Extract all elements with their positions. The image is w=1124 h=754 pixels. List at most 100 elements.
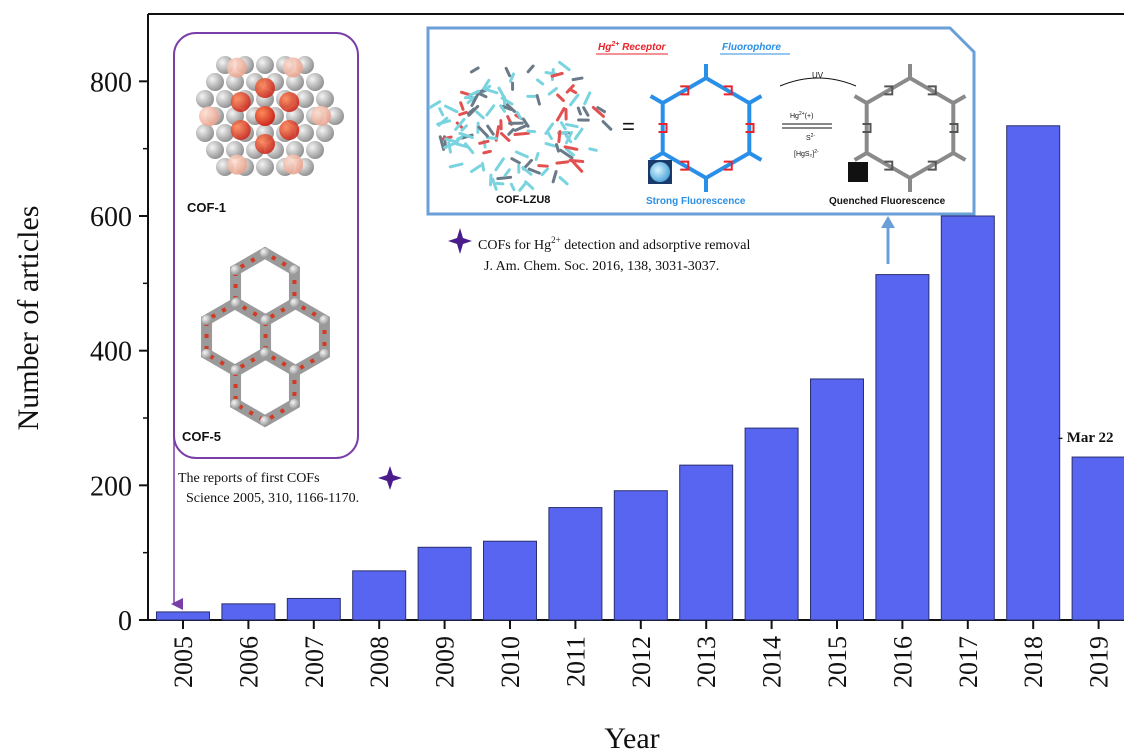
network-strand	[470, 164, 482, 173]
hg-ion-label: Hg2+(+)	[790, 111, 813, 120]
cof-lzu8-network-image	[428, 60, 613, 192]
x-tick-label: 2018	[1019, 636, 1048, 688]
network-strand	[485, 104, 496, 117]
x-tick-label: 2009	[431, 636, 460, 688]
network-strand	[478, 139, 490, 145]
atom	[199, 106, 220, 127]
quenched-fluorescence-label: Quenched Fluorescence	[829, 196, 946, 207]
x-tick-label: 2006	[234, 636, 263, 688]
network-strand	[458, 131, 474, 140]
equals-sign: =	[622, 114, 635, 139]
bar-2014	[744, 427, 799, 621]
network-strand	[588, 147, 598, 152]
complex-label: [HgS₂]2-	[794, 149, 819, 158]
network-strand	[478, 92, 488, 99]
network-strand	[488, 173, 493, 187]
network-strand	[515, 110, 523, 120]
network-strand	[540, 167, 549, 177]
atom	[316, 124, 334, 142]
bar-2012	[613, 490, 668, 621]
network-strand	[499, 104, 506, 113]
atom	[316, 90, 334, 108]
network-strand	[544, 70, 558, 76]
first-cofs-ref-line2: Science 2005, 310, 1166-1170.	[186, 491, 359, 506]
strong-fluorescence-label: Strong Fluorescence	[646, 196, 746, 207]
bar-2009	[417, 546, 472, 621]
network-strand	[497, 86, 507, 101]
network-strand	[448, 162, 464, 169]
atom	[289, 365, 300, 375]
receptor-group	[927, 160, 937, 171]
uv-arrow	[779, 77, 857, 87]
star-icon	[448, 228, 472, 254]
atom	[319, 349, 330, 359]
atom	[326, 107, 344, 125]
network-strand	[571, 160, 584, 173]
network-strand	[558, 175, 569, 186]
x-tick-label: 2017	[954, 636, 983, 688]
network-strand	[496, 175, 513, 181]
cof5-structure-image	[201, 246, 330, 428]
network-strand	[565, 84, 575, 94]
network-strand	[460, 124, 468, 132]
network-strand	[454, 117, 466, 131]
bar-2011	[548, 507, 603, 621]
y-tick-label: 0	[118, 606, 132, 637]
network-strand	[544, 142, 557, 148]
receptor-group	[723, 85, 733, 96]
atom	[290, 298, 300, 308]
bars	[156, 125, 1124, 621]
atom	[201, 349, 212, 359]
atom	[282, 57, 303, 78]
network-strand	[455, 142, 470, 149]
hexagon-arm	[649, 151, 664, 162]
network-strand	[514, 150, 529, 159]
atom	[230, 92, 251, 112]
receptor-group	[745, 123, 755, 133]
cof1-label: COF-1	[187, 200, 226, 215]
atom	[260, 416, 270, 426]
hexagon-arm	[952, 94, 967, 105]
network-strand	[547, 87, 558, 96]
atom	[255, 134, 275, 154]
atom	[230, 265, 241, 275]
receptor-group	[884, 160, 894, 171]
network-strand	[555, 143, 560, 153]
network-strand	[470, 93, 480, 107]
atom	[206, 73, 224, 91]
atom	[206, 141, 224, 159]
x-tick-label: 2016	[888, 636, 917, 688]
bar-2015	[810, 378, 864, 621]
network-strand	[459, 101, 465, 111]
network-strand	[508, 72, 516, 83]
network-strand	[455, 135, 464, 143]
atom	[230, 120, 251, 140]
hexagon-arm	[649, 94, 664, 105]
bar-2017	[940, 215, 995, 621]
network-strand	[568, 93, 580, 107]
atom	[227, 154, 248, 175]
atom	[230, 365, 241, 375]
network-strand	[428, 100, 442, 109]
sulfide-label: S2-	[806, 133, 815, 142]
network-strand	[486, 124, 495, 136]
bar-2018	[1006, 125, 1061, 621]
quenched-hexagon-image	[853, 64, 967, 192]
cof-lzu8-scheme: COF-LZU8 = Hg2+ Receptor Fluorophore UV …	[426, 26, 976, 216]
network-strand	[509, 182, 516, 192]
atom	[283, 154, 304, 175]
network-strand	[558, 60, 571, 72]
network-strand	[564, 147, 575, 157]
atom	[310, 105, 331, 126]
network-strand	[555, 160, 570, 165]
network-strand	[480, 161, 486, 172]
first-cofs-ref-line1: The reports of first COFs	[178, 471, 320, 486]
hg-cofs-reference: COFs for Hg2+ detection and adsorptive r…	[448, 228, 751, 274]
x-tick-label: 2005	[169, 636, 198, 688]
receptor-group	[884, 85, 894, 96]
network-strand	[477, 125, 489, 138]
atom	[255, 78, 275, 98]
atom	[296, 124, 314, 142]
